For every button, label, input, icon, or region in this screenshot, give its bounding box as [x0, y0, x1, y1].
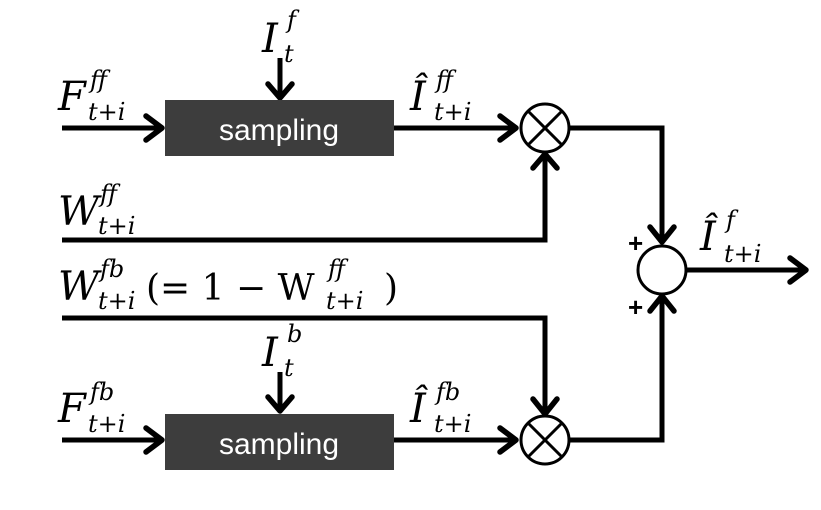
sum-node [636, 244, 688, 296]
bottom-multiplier-node [519, 414, 571, 466]
i-hat-fb-arrow [394, 425, 519, 455]
plus-bottom-sign: + [628, 292, 643, 322]
i-f-label: I f t [261, 6, 301, 68]
i-b-input-arrow [265, 372, 295, 414]
i-f-input-arrow [265, 58, 295, 101]
f-fb-label: F fb t+i [57, 378, 125, 438]
plus-top-sign: + [628, 228, 643, 258]
i-hat-ff-label: Î ff t+i [409, 66, 471, 126]
f-ff-input-arrow [62, 113, 165, 143]
output-arrow [686, 255, 809, 285]
i-hat-f-output-label: Î f t+i [699, 206, 761, 268]
bottom-sampling-block: sampling [165, 414, 394, 470]
top-sampling-label: sampling [219, 114, 339, 147]
i-hat-fb-label: Î fb t+i [409, 378, 471, 438]
i-b-label: I b t [261, 320, 307, 382]
f-fb-input-arrow [62, 425, 165, 455]
top-multiplier-node [519, 102, 571, 154]
bottom-sampling-label: sampling [219, 428, 339, 461]
w-ff-arrow [62, 151, 560, 243]
top-product-arrow [569, 125, 677, 245]
w-fb-arrow [62, 315, 560, 417]
f-ff-label: F ff t+i [57, 66, 125, 126]
w-ff-label: W ff t+i [58, 180, 135, 240]
top-sampling-block: sampling [165, 100, 394, 156]
bottom-product-arrow [569, 293, 677, 443]
w-fb-label: W fb t+i (= 1 − W ff t+i ) [58, 255, 398, 315]
i-hat-ff-arrow [394, 113, 519, 143]
